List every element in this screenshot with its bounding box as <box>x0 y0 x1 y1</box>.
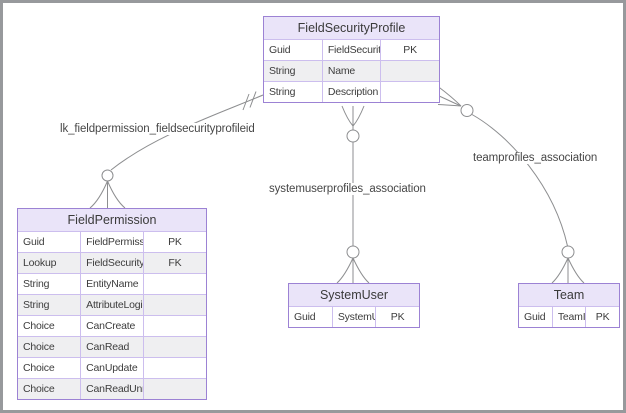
entity-title: SystemUser <box>289 284 419 307</box>
attribute-row: ChoiceCanReadUnmasked <box>18 378 206 399</box>
attribute-type: Guid <box>289 306 333 327</box>
crow-foot-icon <box>352 105 365 127</box>
entity-fieldpermission[interactable]: FieldPermission GuidFieldPermissionIdPKL… <box>17 208 207 400</box>
attribute-name: CanRead <box>80 336 144 358</box>
attribute-row: GuidFieldPermissionIdPK <box>18 231 206 253</box>
crow-foot-icon <box>551 257 569 284</box>
crow-foot-icon <box>567 257 585 284</box>
attribute-name: FieldSecurityProfileId <box>80 252 144 274</box>
attribute-name: CanReadUnmasked <box>80 378 144 399</box>
attribute-key: PK <box>585 306 619 327</box>
one-tick-icon <box>242 93 250 111</box>
crow-foot-icon <box>341 105 354 127</box>
attribute-row: GuidSystemUserIdPK <box>289 306 419 327</box>
attribute-key <box>142 315 206 337</box>
relationship-fieldsecurityprofile-fieldpermission <box>89 91 264 209</box>
attribute-type: String <box>264 81 323 102</box>
crow-foot-icon <box>89 180 108 209</box>
crow-foot-icon <box>352 257 370 284</box>
entity-title: FieldPermission <box>18 209 206 232</box>
attribute-name: CanCreate <box>80 315 144 337</box>
attribute-type: Choice <box>18 336 82 358</box>
crow-foot-icon <box>336 257 354 284</box>
attribute-name: EntityName <box>80 273 144 295</box>
attribute-type: String <box>264 60 323 82</box>
attribute-key <box>380 81 439 102</box>
attribute-key: PK <box>142 231 206 253</box>
attribute-name: FieldSecurityProfileId <box>321 39 382 61</box>
attribute-type: Guid <box>18 231 82 253</box>
attribute-key: FK <box>142 252 206 274</box>
attribute-key <box>380 60 439 82</box>
attribute-key <box>142 378 206 399</box>
crow-foot-icon <box>107 180 126 209</box>
zero-circle-icon <box>346 129 360 143</box>
crow-foot-icon <box>437 104 462 107</box>
zero-circle-icon <box>101 169 114 182</box>
relationship-fieldsecurityprofile-team <box>437 86 585 284</box>
zero-circle-icon <box>346 245 360 259</box>
entity-fieldsecurityprofile[interactable]: FieldSecurityProfile GuidFieldSecurityPr… <box>263 16 440 103</box>
relationship-label-fieldpermission: lk_fieldpermission_fieldsecurityprofilei… <box>58 123 257 135</box>
attribute-key: PK <box>380 39 439 61</box>
attribute-row: LookupFieldSecurityProfileIdFK <box>18 252 206 274</box>
attribute-key <box>142 357 206 379</box>
attribute-name: AttributeLogicalName <box>80 294 144 316</box>
attribute-name: Description <box>321 81 382 102</box>
attribute-type: Choice <box>18 357 82 379</box>
zero-circle-icon <box>460 104 474 117</box>
attribute-name: Name <box>321 60 382 82</box>
attribute-key <box>142 336 206 358</box>
attribute-type: String <box>18 294 82 316</box>
attribute-key: PK <box>375 306 419 327</box>
attribute-key <box>142 273 206 295</box>
attribute-name: SystemUserId <box>331 306 377 327</box>
attribute-row: GuidTeamIDPK <box>519 306 619 327</box>
attribute-type: Guid <box>264 39 323 61</box>
entity-team[interactable]: Team GuidTeamIDPK <box>518 283 620 328</box>
attribute-type: Lookup <box>18 252 82 274</box>
relationship-line <box>471 114 568 247</box>
zero-circle-icon <box>561 245 575 259</box>
attribute-type: Choice <box>18 378 82 399</box>
relationship-label-systemuser: systemuserprofiles_association <box>267 183 428 195</box>
one-tick-icon <box>249 91 257 108</box>
entity-systemuser[interactable]: SystemUser GuidSystemUserIdPK <box>288 283 420 328</box>
attribute-key <box>142 294 206 316</box>
attribute-type: Choice <box>18 315 82 337</box>
relationship-lines <box>89 86 585 284</box>
attribute-type: String <box>18 273 82 295</box>
attribute-row: GuidFieldSecurityProfileIdPK <box>264 39 439 61</box>
crow-foot-icon <box>437 86 462 107</box>
crow-foot-icon <box>437 95 462 107</box>
entity-title: FieldSecurityProfile <box>264 17 439 40</box>
relationship-label-team: teamprofiles_association <box>471 152 600 164</box>
attribute-name: CanUpdate <box>80 357 144 379</box>
attribute-row: StringAttributeLogicalName <box>18 294 206 316</box>
attribute-name: FieldPermissionId <box>80 231 144 253</box>
attribute-name: TeamID <box>551 306 587 327</box>
entity-title: Team <box>519 284 619 307</box>
attribute-type: Guid <box>519 306 553 327</box>
